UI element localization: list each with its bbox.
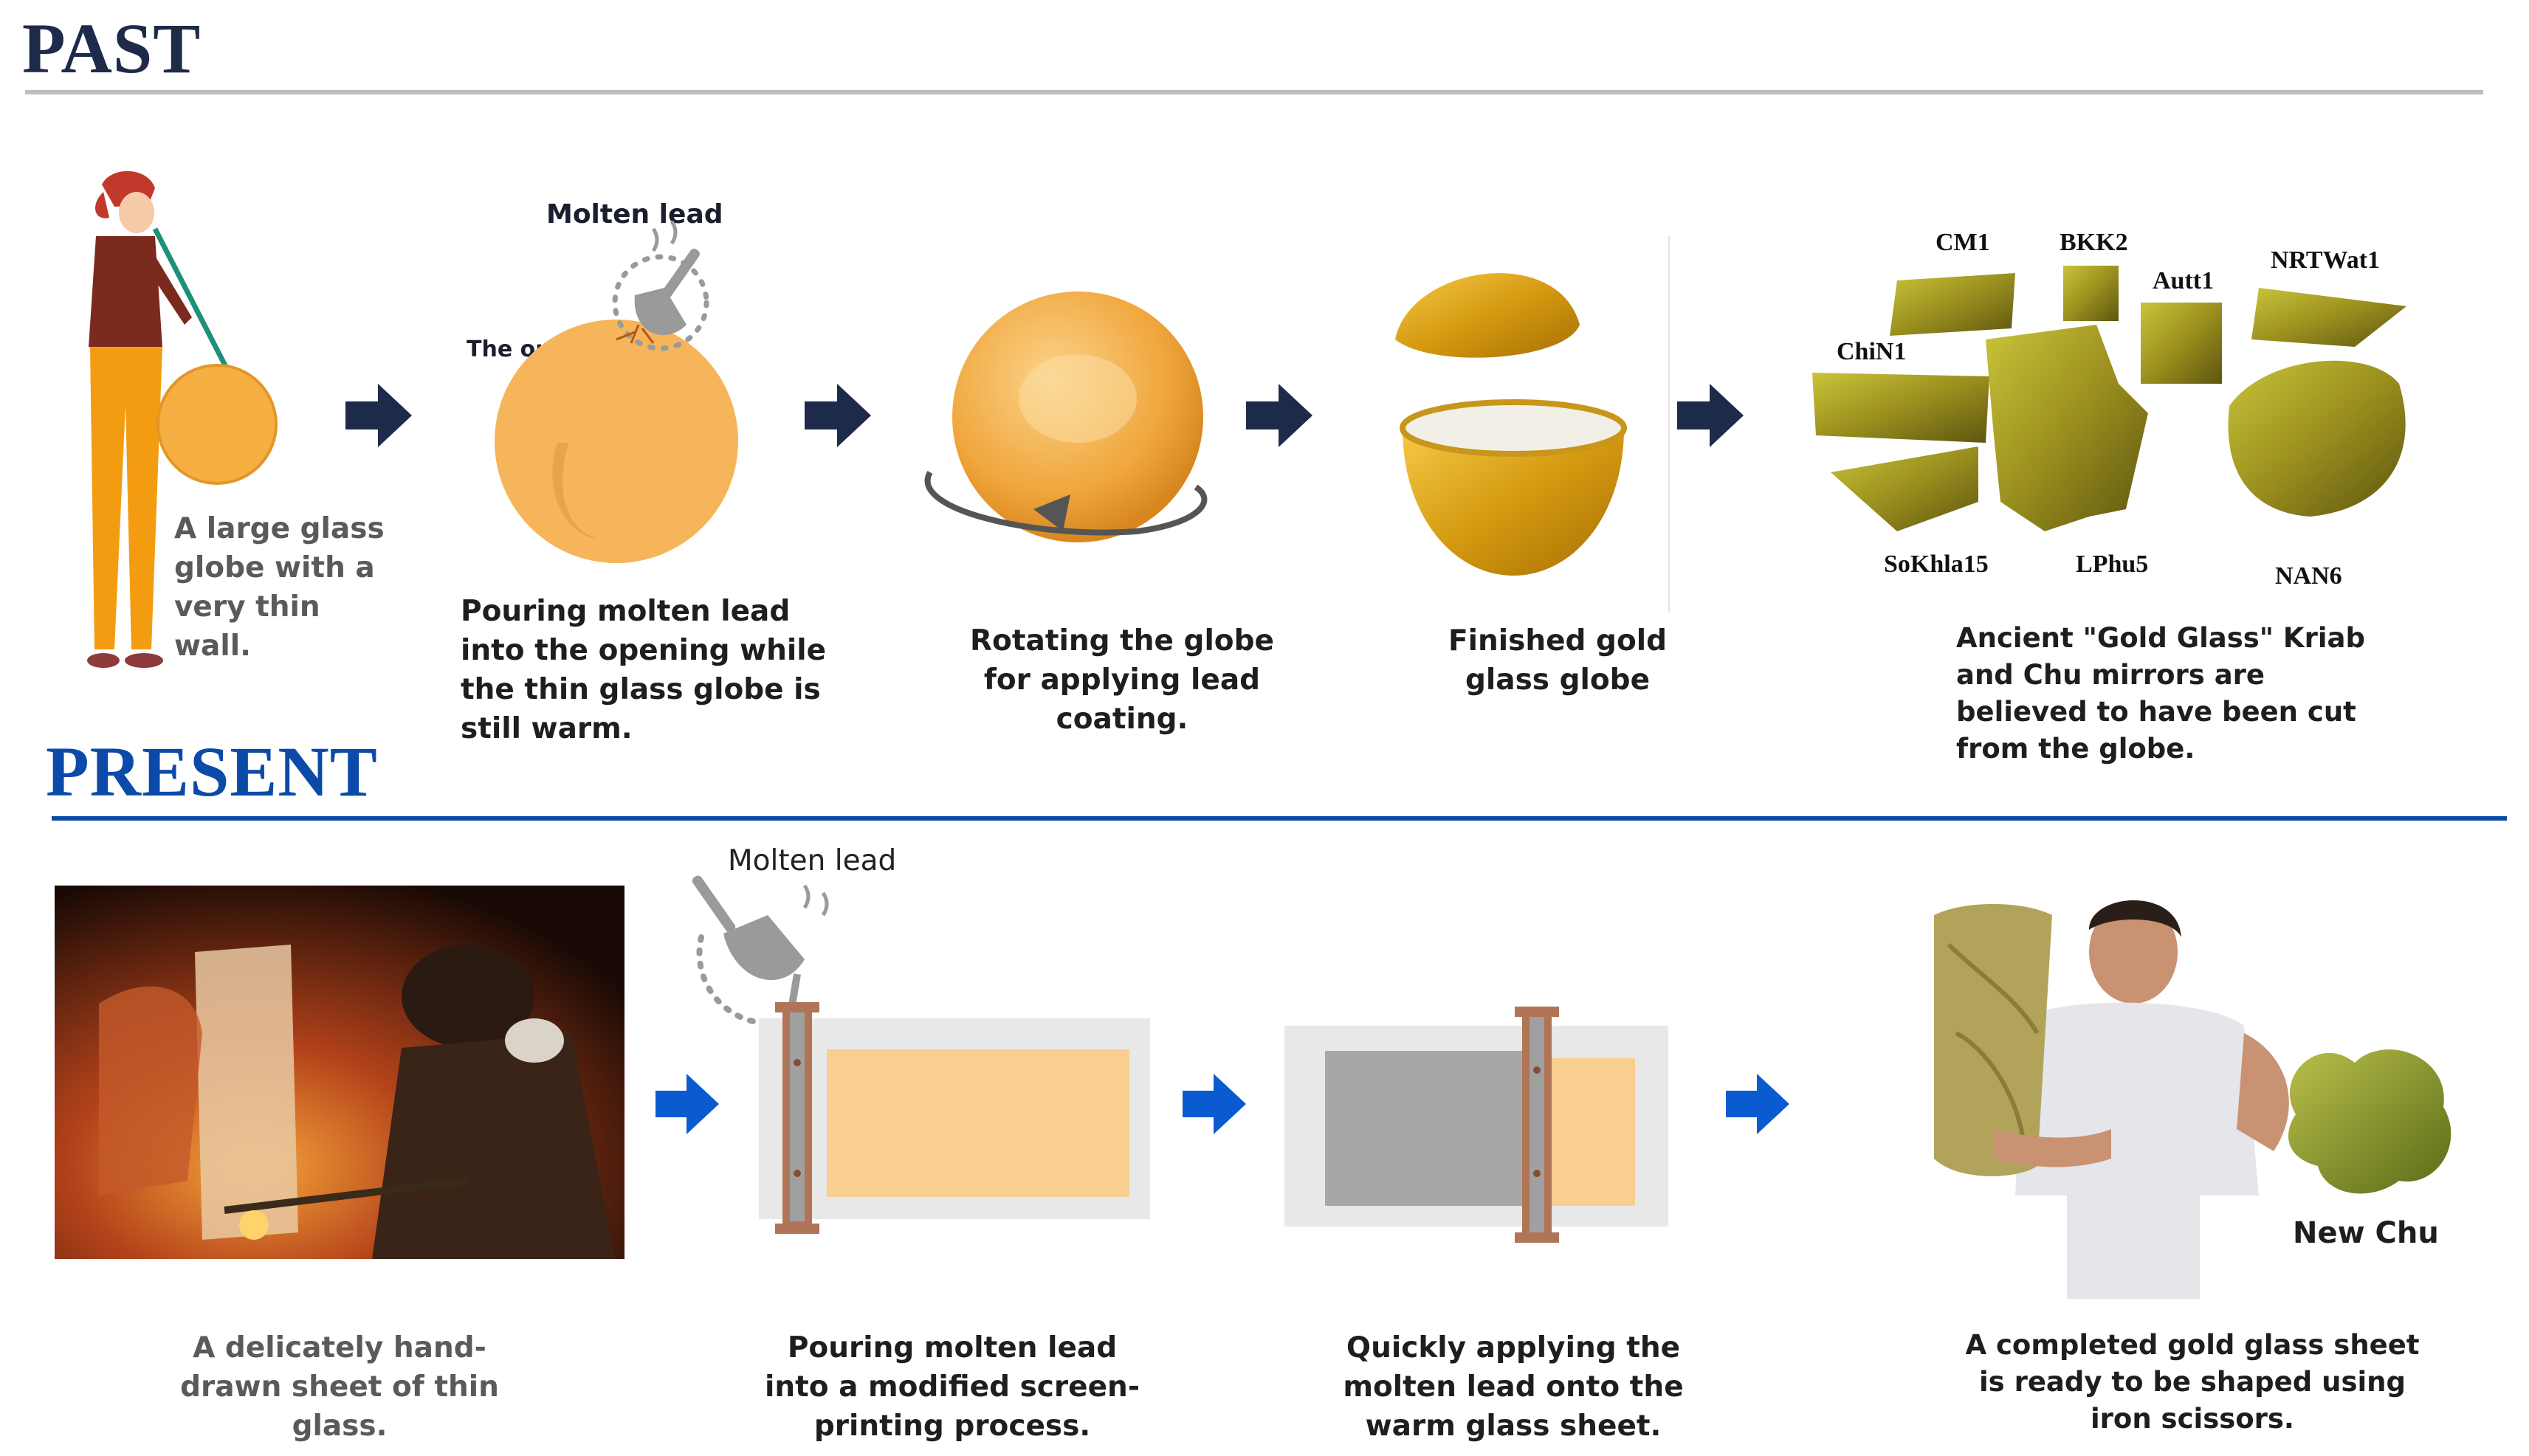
present-step1-caption: A delicately hand-drawn sheet of thin gl… [180,1331,499,1443]
arrow-right-icon [656,1074,719,1134]
present-step3-caption: Quickly applying the molten lead onto th… [1343,1331,1684,1443]
arrow-right-icon [1246,384,1312,447]
pouring-globe-illustration [495,220,738,563]
past-step5-caption: Ancient "Gold Glass" Kriab and Chu mirro… [1956,622,2365,765]
glassblower-illustration [87,170,278,668]
arrow-right-icon [1677,384,1744,447]
sample-label-lphu5: LPhu5 [2076,551,2149,578]
arrow-right-icon [345,384,412,447]
sample-label-chin1: ChiN1 [1837,338,1907,365]
new-chu-label: New Chu [2293,1216,2439,1250]
present-title: PRESENT [46,732,378,811]
gold-globe-illustration [1395,273,1627,576]
past-divider [25,90,2483,94]
gold-sheet-person-photo [1934,900,2289,1299]
past-step4-caption: Finished gold glass globe [1448,624,1668,697]
molten-lead-label: Molten lead [546,199,723,230]
past-step3-caption: Rotating the globe for applying lead coa… [970,624,1274,736]
sample-label-nan6: NAN6 [2275,562,2342,590]
sample-label-sokhla15: SoKhla15 [1884,551,1989,578]
sample-label-autt1: Autt1 [2153,267,2215,294]
present-step4-caption: A completed gold glass sheet is ready to… [1965,1329,2420,1435]
past-step1-caption: A large glass globe with a very thin wal… [174,512,385,663]
screen-print-pour-illustration [692,875,1150,1234]
present-divider [52,816,2507,821]
glass-drawing-photo [55,886,624,1259]
past-title: PAST [22,9,202,88]
molten-lead-label: Molten lead [728,844,897,877]
arrow-right-icon [1726,1074,1789,1134]
arrow-right-icon [1183,1074,1246,1134]
screen-print-apply-illustration [1284,1007,1668,1243]
sample-label-cm1: CM1 [1936,229,1990,256]
new-chu-mirror-illustration [2288,1049,2451,1194]
gold-glass-fragments-illustration [1812,266,2406,531]
past-step2-caption: Pouring molten lead into the opening whi… [461,595,827,745]
section-separator [1668,236,1670,613]
sample-label-nrtwat1: NRTWat1 [2271,246,2381,274]
rotating-globe-illustration [924,291,1208,542]
sample-label-bkk2: BKK2 [2060,229,2128,256]
present-step2-caption: Pouring molten lead into a modified scre… [764,1331,1140,1443]
arrow-right-icon [805,384,871,447]
